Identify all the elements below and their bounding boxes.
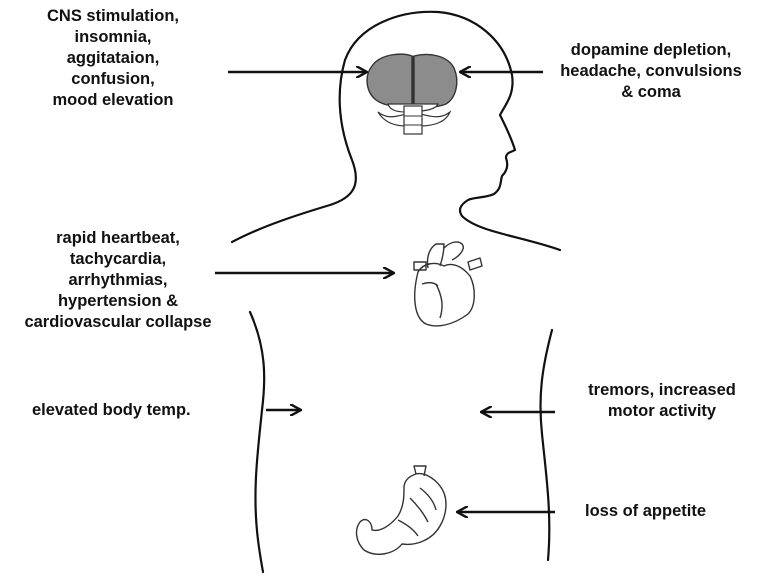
brain-left-label: CNS stimulation, insomnia, aggitataion, …: [8, 6, 218, 111]
brain-right-label: dopamine depletion, headache, convulsion…: [540, 40, 762, 103]
motor-label: tremors, increased motor activity: [566, 380, 758, 422]
stomach-icon: [357, 466, 446, 554]
head-and-shoulder-outline: [232, 12, 560, 250]
heart-icon: [414, 242, 482, 326]
heart-label: rapid heartbeat, tachycardia, arrhythmia…: [6, 228, 230, 333]
right-torso-outline: [540, 330, 552, 560]
left-torso-outline: [250, 312, 264, 572]
appetite-label: loss of appetite: [585, 501, 706, 522]
brain-icon: [367, 54, 457, 134]
arrows: [215, 72, 555, 512]
temp-label: elevated body temp.: [32, 400, 191, 421]
